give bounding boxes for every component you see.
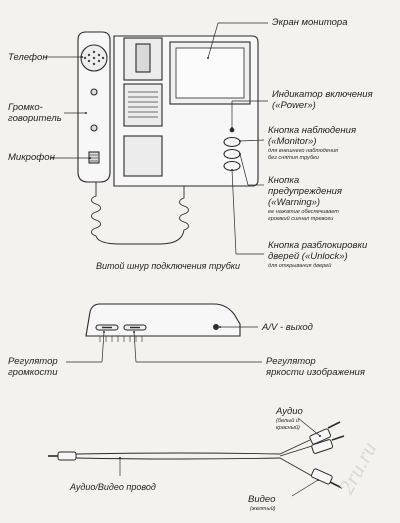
label-warning-button-3: («Warning») xyxy=(268,197,321,208)
label-av-out: A/V - выход xyxy=(262,322,313,333)
warning-button xyxy=(223,148,241,160)
av-cable xyxy=(48,421,345,489)
caption-coiled-cord: Витой шнур подключения трубки xyxy=(96,261,241,271)
note-monitor-button-2: без снятия трубки xyxy=(268,155,319,161)
label-microphone: Микрофон xyxy=(8,152,55,163)
note-monitor-button-1: для внешнего наблюдения xyxy=(268,148,339,154)
note-audio-1: (белый и xyxy=(276,418,299,424)
note-warning-button-2: громкий сигнал тревоги xyxy=(268,216,334,222)
label-video: Видео xyxy=(248,494,276,505)
coiled-cord xyxy=(91,182,189,245)
handset-microphone xyxy=(88,151,100,164)
caption-av-cable: Аудио/Видео провод xyxy=(70,482,156,492)
label-volume-control-1: Регулятор xyxy=(8,356,58,367)
av-out-jack xyxy=(213,324,219,330)
note-unlock-button: для открывания дверей xyxy=(268,263,332,269)
label-monitor-button-1: Кнопка наблюдения xyxy=(268,125,357,136)
label-power-indicator-1: Индикатор включения xyxy=(272,89,373,100)
label-monitor-button-2: («Monitor») xyxy=(268,136,317,147)
earpiece-grille-icon xyxy=(83,50,105,66)
label-loudspeaker-1: Громко- xyxy=(8,102,43,113)
audio-plug-red xyxy=(311,439,334,454)
label-telephone: Телефон xyxy=(8,52,48,63)
label-warning-button-1: Кнопка xyxy=(268,175,300,186)
av-plug xyxy=(57,451,77,461)
label-brightness-control-1: Регулятор xyxy=(266,356,316,367)
note-warning-button-1: ее нажатие обеспечивает xyxy=(268,209,339,215)
monitor-unit xyxy=(77,31,259,187)
speaker-grille xyxy=(123,83,163,127)
label-volume-control-2: громкости xyxy=(8,367,58,378)
leader-lines xyxy=(44,22,268,255)
monitor-side-view xyxy=(85,303,241,342)
video-plug-yellow xyxy=(310,468,333,485)
power-indicator-icon xyxy=(229,127,235,133)
label-brightness-control-2: яркости изображения xyxy=(266,367,365,378)
label-warning-button-2: предупреждения xyxy=(268,186,342,197)
note-audio-2: красный) xyxy=(276,425,300,431)
label-audio: Аудио xyxy=(276,406,303,417)
unlock-button xyxy=(223,160,241,172)
monitor-button xyxy=(223,136,241,148)
note-video: (желтый) xyxy=(250,506,276,512)
label-unlock-button-2: дверей («Unlock») xyxy=(268,251,348,262)
label-power-indicator-2: («Power») xyxy=(272,100,316,111)
handset xyxy=(77,31,111,183)
label-unlock-button-1: Кнопка разблокировки xyxy=(268,240,368,251)
label-loudspeaker-2: говоритель xyxy=(8,113,62,124)
label-monitor-screen: Экран монитора xyxy=(272,17,348,28)
